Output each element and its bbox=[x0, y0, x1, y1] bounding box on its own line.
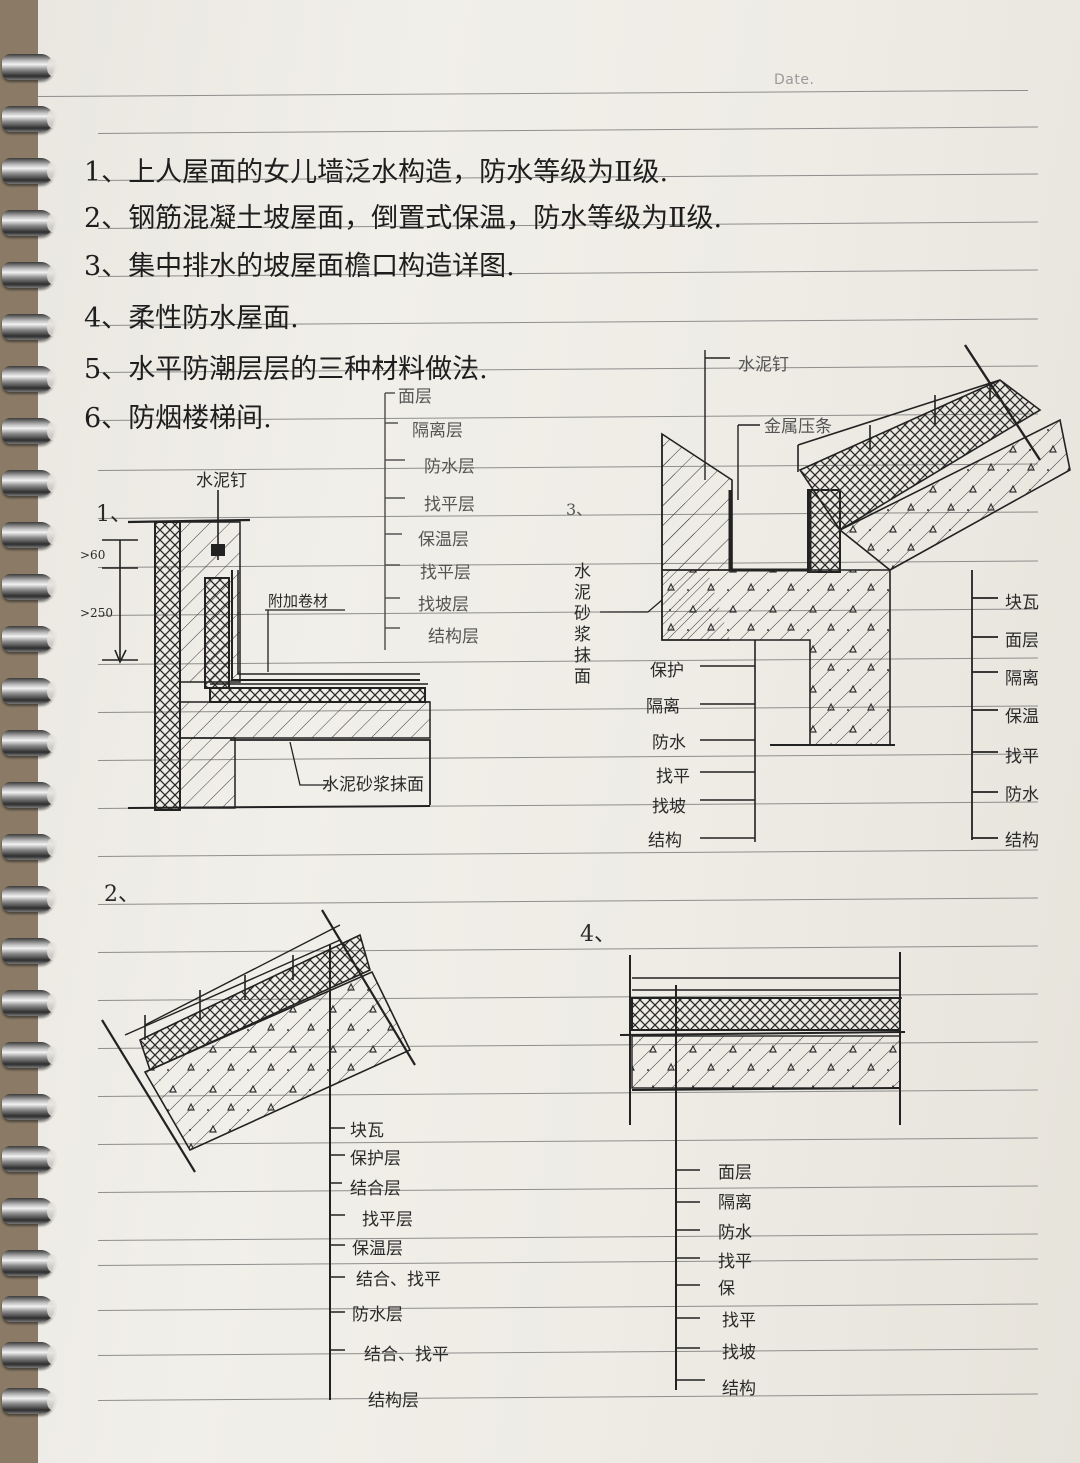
question-4: 4、柔性防水屋面. bbox=[84, 303, 299, 334]
diagram-3-eave-detail bbox=[600, 344, 1071, 842]
diagram-3-nail-label: 水泥钉 bbox=[738, 355, 789, 375]
question-6: 6、防烟楼梯间. bbox=[84, 403, 272, 434]
diagram-1-dim-top: >60 bbox=[80, 548, 106, 562]
diagram-1-parapet-detail bbox=[102, 392, 431, 811]
diagram-2-number: 2、 bbox=[104, 882, 140, 907]
diagram-1-mortar-label: 水泥砂浆抹面 bbox=[322, 775, 424, 795]
question-5: 5、水平防潮层层的三种材料做法. bbox=[84, 354, 488, 385]
diagram-3-metal-strip-label: 金属压条 bbox=[764, 417, 832, 437]
diagram-4-flexible-roof-detail bbox=[619, 952, 906, 1390]
diagram-1-extra-membrane-label: 附加卷材 bbox=[268, 592, 329, 610]
diagram-3-number: 3、 bbox=[566, 500, 593, 519]
diagram-1-number: 1、 bbox=[96, 502, 132, 527]
diagram-2-sloped-roof-detail bbox=[101, 909, 416, 1400]
question-1: 1、上人屋面的女儿墙泛水构造，防水等级为Ⅱ级. bbox=[84, 157, 669, 188]
spiral-binding bbox=[0, 0, 60, 1463]
question-2: 2、钢筋混凝土坡屋面，倒置式保温，防水等级为Ⅱ级. bbox=[84, 203, 723, 234]
diagram-1-dim-bottom: >250 bbox=[80, 606, 113, 620]
question-3: 3、集中排水的坡屋面檐口构造详图. bbox=[84, 251, 515, 282]
diagram-1-nail-label: 水泥钉 bbox=[196, 471, 247, 491]
diagram-4-number: 4、 bbox=[580, 922, 616, 947]
diagram-3-mortar-label: 水泥砂浆抹面 bbox=[570, 562, 590, 688]
date-label: Date. bbox=[774, 72, 815, 88]
